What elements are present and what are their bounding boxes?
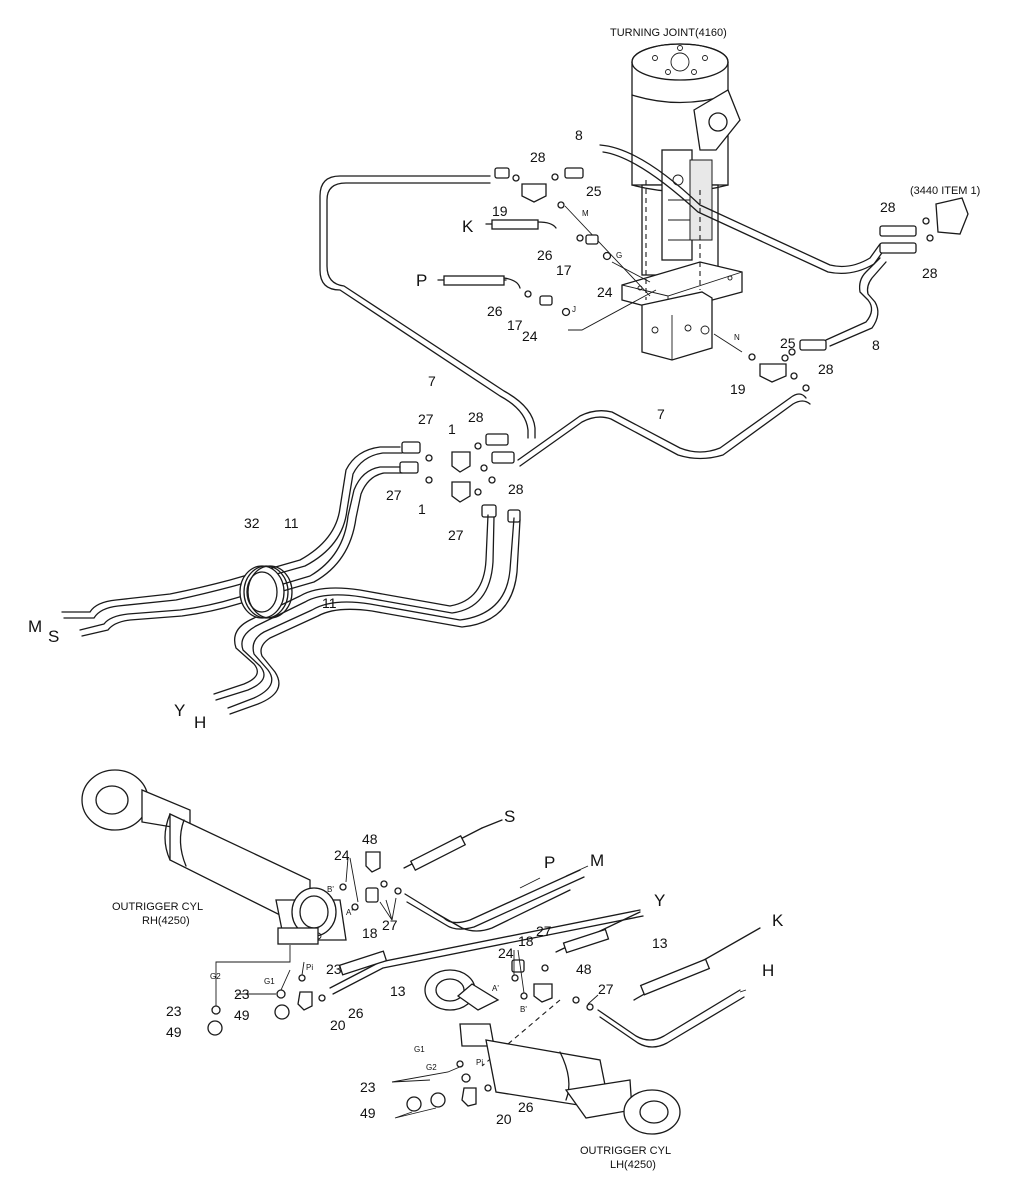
callout-26-mid: 26 bbox=[487, 303, 503, 319]
lower-pipe-lines bbox=[329, 819, 761, 1067]
callout-32: 32 bbox=[244, 515, 260, 531]
callout-49-rh-mid: 49 bbox=[234, 1007, 250, 1023]
titles: (3440 ITEM 1) OUTRIGGER CYL RH(4250) OUT… bbox=[112, 185, 980, 1171]
rh-fittings bbox=[207, 851, 402, 1036]
turning-joint-assembly: TURNING JOINT(4160) bbox=[610, 27, 743, 361]
callout-23-rh-mid: 23 bbox=[234, 986, 250, 1002]
callout-27-lh-top: 27 bbox=[536, 923, 552, 939]
port-lh-G2-label: G2 bbox=[426, 1063, 437, 1072]
callout-23-rh-left: 23 bbox=[166, 1003, 182, 1019]
lh-cylinder-label-line2: LH(4250) bbox=[610, 1159, 656, 1171]
callout-24-lh: 24 bbox=[498, 945, 514, 961]
line-P-label: P bbox=[416, 271, 427, 290]
callout-27-mid: 27 bbox=[386, 487, 402, 503]
port-rh-G2-label: G2 bbox=[210, 972, 221, 981]
callout-26-rh: 26 bbox=[348, 1005, 364, 1021]
pipe-fittings bbox=[494, 167, 969, 392]
callout-19-right: 19 bbox=[730, 381, 746, 397]
callout-23-lh: 23 bbox=[360, 1079, 376, 1095]
line-M-label: M bbox=[28, 617, 42, 636]
callout-1-top: 1 bbox=[448, 421, 456, 437]
callout-28-right-bottom: 28 bbox=[922, 265, 938, 281]
callout-27-rh: 27 bbox=[382, 917, 398, 933]
rh-cylinder-label-line2: RH(4250) bbox=[142, 915, 190, 927]
line-K-label: K bbox=[462, 217, 474, 236]
lh-outrigger-cylinder bbox=[424, 969, 681, 1135]
line-S-end-label: S bbox=[504, 807, 515, 826]
callout-28-top: 28 bbox=[530, 149, 546, 165]
turning-joint-title: TURNING JOINT(4160) bbox=[610, 27, 727, 39]
port-rh-Pi-label: Pi bbox=[306, 963, 313, 972]
callout-27-lh-right: 27 bbox=[598, 981, 614, 997]
lh-fittings bbox=[391, 949, 599, 1119]
callout-26-upper: 26 bbox=[537, 247, 553, 263]
callout-17-upper: 17 bbox=[556, 262, 572, 278]
line-Y-label: Y bbox=[174, 701, 185, 720]
callout-11-top: 11 bbox=[284, 515, 299, 531]
callout-49-rh-left: 49 bbox=[166, 1024, 182, 1040]
callout-25-right: 25 bbox=[780, 335, 796, 351]
port-M-label: M bbox=[582, 209, 589, 218]
line-letter-labels: K P M S Y H S P M Y K H bbox=[28, 217, 784, 980]
callout-8-top: 8 bbox=[575, 127, 583, 143]
callout-48-lh: 48 bbox=[576, 961, 592, 977]
line-P-end-label: P bbox=[544, 853, 555, 872]
line-M-end-label: M bbox=[590, 851, 604, 870]
port-lh-B-label: B' bbox=[520, 1005, 527, 1014]
callout-28-manifold: 28 bbox=[468, 409, 484, 425]
callout-20-lh: 20 bbox=[496, 1111, 512, 1127]
manifold-and-bundle bbox=[61, 433, 521, 715]
callout-26-lh: 26 bbox=[518, 1099, 534, 1115]
ref-3440-label: (3440 ITEM 1) bbox=[910, 185, 980, 197]
callout-20-rh: 20 bbox=[330, 1017, 346, 1033]
callout-49-lh: 49 bbox=[360, 1105, 376, 1121]
callout-28-manifold-low: 28 bbox=[508, 481, 524, 497]
callout-24-upper: 24 bbox=[597, 284, 613, 300]
upper-pipe-lines bbox=[319, 144, 969, 467]
callout-23-rh-right: 23 bbox=[326, 961, 342, 977]
port-rh-B-label: B' bbox=[327, 885, 334, 894]
port-lh-A-label: A' bbox=[492, 984, 499, 993]
port-N-label: N bbox=[734, 333, 740, 342]
port-lh-G1-label: G1 bbox=[414, 1045, 425, 1054]
callout-27-top: 27 bbox=[418, 411, 434, 427]
port-J-label: J bbox=[572, 305, 576, 314]
line-H-end-label: H bbox=[762, 961, 774, 980]
callout-13-rh: 13 bbox=[390, 983, 406, 999]
callout-24-rh: 24 bbox=[334, 847, 350, 863]
port-lh-Pi-label: Pi bbox=[476, 1058, 483, 1067]
callout-28-right-mid: 28 bbox=[818, 361, 834, 377]
item-callouts: 8 28 25 19 26 17 24 26 17 24 28 28 8 25 … bbox=[166, 127, 938, 1127]
callout-18-lh: 18 bbox=[518, 933, 534, 949]
callout-28-right-top: 28 bbox=[880, 199, 896, 215]
port-G-label: G bbox=[616, 251, 622, 260]
callout-25-top: 25 bbox=[586, 183, 602, 199]
line-K-end-label: K bbox=[772, 911, 784, 930]
port-rh-G1-label: G1 bbox=[264, 977, 275, 986]
callout-7-left: 7 bbox=[428, 373, 436, 389]
line-H-label: H bbox=[194, 713, 206, 732]
port-rh-A-label: A' bbox=[346, 908, 353, 917]
callout-24-mid: 24 bbox=[522, 328, 538, 344]
callout-13-lh: 13 bbox=[652, 935, 668, 951]
port-labels: M G J N B' A' G2 G1 Pi A' B' G1 G2 Pi bbox=[210, 209, 740, 1072]
callout-48-rh: 48 bbox=[362, 831, 378, 847]
rh-cylinder-label-line1: OUTRIGGER CYL bbox=[112, 901, 203, 913]
lh-cylinder-label-line1: OUTRIGGER CYL bbox=[580, 1145, 671, 1157]
line-S-label: S bbox=[48, 627, 59, 646]
callout-17-mid: 17 bbox=[507, 317, 523, 333]
callout-11-bottom: 11 bbox=[322, 595, 337, 611]
callout-27-low: 27 bbox=[448, 527, 464, 543]
callout-18-rh: 18 bbox=[362, 925, 378, 941]
callout-19-top: 19 bbox=[492, 203, 508, 219]
callout-1-low: 1 bbox=[418, 501, 426, 517]
callout-8-right: 8 bbox=[872, 337, 880, 353]
rh-outrigger-cylinder bbox=[81, 769, 347, 945]
callout-7-right: 7 bbox=[657, 406, 665, 422]
line-Y-end-label: Y bbox=[654, 891, 665, 910]
